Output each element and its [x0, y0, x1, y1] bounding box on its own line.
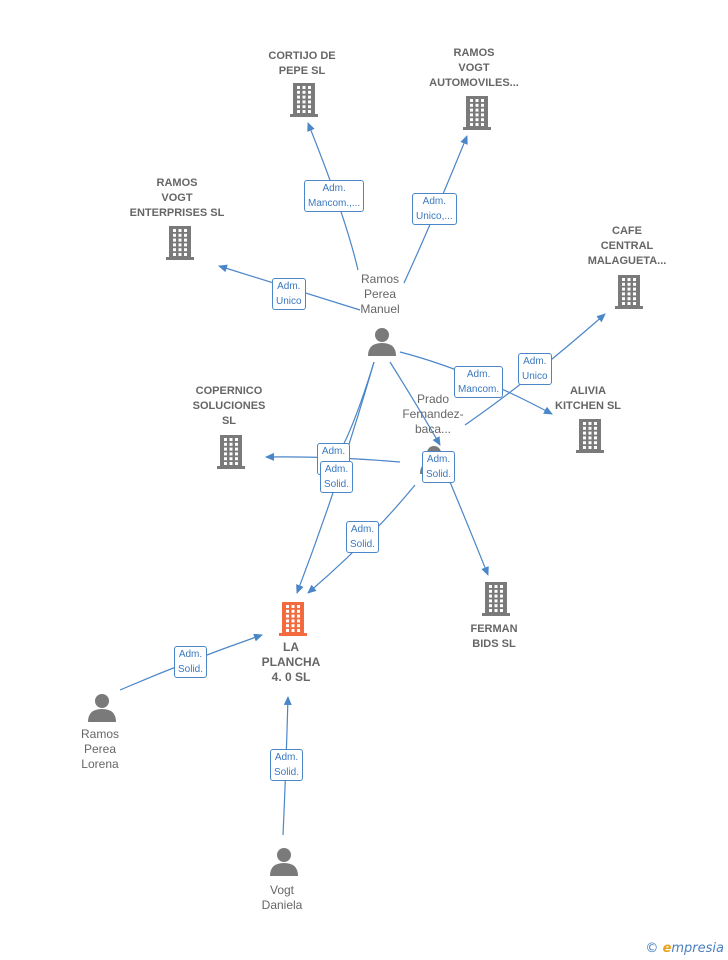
building-icon-ramosvogtent[interactable] [166, 226, 194, 260]
building-icon-alivia[interactable] [576, 419, 604, 453]
edge-label-ramosmanuel-to-cortijo[interactable]: Adm. Mancom.,... [304, 180, 365, 212]
node-label-ramosvogtauto[interactable]: RAMOS VOGT AUTOMOVILES... [429, 47, 519, 89]
node-label-copernico[interactable]: COPERNICO SOLUCIONES SL [192, 385, 266, 427]
nodes-layer [88, 83, 643, 876]
copyright-icon: © [645, 941, 659, 956]
person-icon-vogt[interactable] [270, 848, 298, 876]
person-icon-ramoslorena[interactable] [88, 694, 116, 722]
edge-label-ramosmanuel-to-ramosvogtent[interactable]: Adm. Unico [272, 278, 306, 310]
edges-layer [119, 122, 606, 836]
node-label-prado[interactable]: Prado Fernandez- baca... [402, 392, 464, 436]
node-label-ramosmanuel[interactable]: Ramos Perea Manuel [360, 272, 400, 316]
edge-label-prado-to-laplancha[interactable]: Adm. Solid. [346, 521, 380, 553]
node-label-vogt[interactable]: Vogt Daniela [261, 883, 303, 912]
person-icon-ramosmanuel[interactable] [368, 328, 396, 356]
building-icon-copernico[interactable] [217, 435, 245, 469]
node-label-ramosvogtent[interactable]: RAMOS VOGT ENTERPRISES SL [129, 177, 225, 219]
node-label-alivia[interactable]: ALIVIA KITCHEN SL [555, 385, 621, 412]
building-icon-cortijo[interactable] [290, 83, 318, 117]
brand-logo: empresia [662, 941, 724, 956]
edge-label-vogt-to-laplancha[interactable]: Adm. Solid. [270, 749, 304, 781]
edge-label-ramosmanuel-to-laplancha[interactable]: Adm. Solid. [320, 461, 354, 493]
edge-ramosmanuel-to-ferman [389, 361, 441, 446]
edge-prado-to-ferman [449, 481, 489, 576]
edge-label-prado-to-cafe[interactable]: Adm. Unico [518, 353, 552, 385]
node-label-laplancha[interactable]: LA PLANCHA 4. 0 SL [261, 640, 321, 684]
brand-footer[interactable]: © empresia [645, 941, 724, 956]
edge-label-ramosmanuel-to-ramosvogtauto[interactable]: Adm. Unico,... [412, 193, 457, 225]
building-icon-cafe[interactable] [615, 275, 643, 309]
node-label-ferman[interactable]: FERMAN BIDS SL [470, 623, 518, 650]
node-label-cafe[interactable]: CAFE CENTRAL MALAGUETA... [587, 225, 667, 267]
building-icon-ferman[interactable] [482, 582, 510, 616]
edge-label-ramosmanuel-to-alivia[interactable]: Adm. Mancom. [454, 366, 504, 398]
edge-label-prado-to-ferman[interactable]: Adm. Solid. [422, 451, 456, 483]
node-label-cortijo[interactable]: CORTIJO DE PEPE SL [268, 50, 336, 77]
node-label-ramoslorena[interactable]: Ramos Perea Lorena [80, 727, 120, 771]
edge-label-ramoslorena-to-laplancha[interactable]: Adm. Solid. [174, 646, 208, 678]
building-icon-laplancha[interactable] [279, 602, 307, 636]
building-icon-ramosvogtauto[interactable] [463, 96, 491, 130]
